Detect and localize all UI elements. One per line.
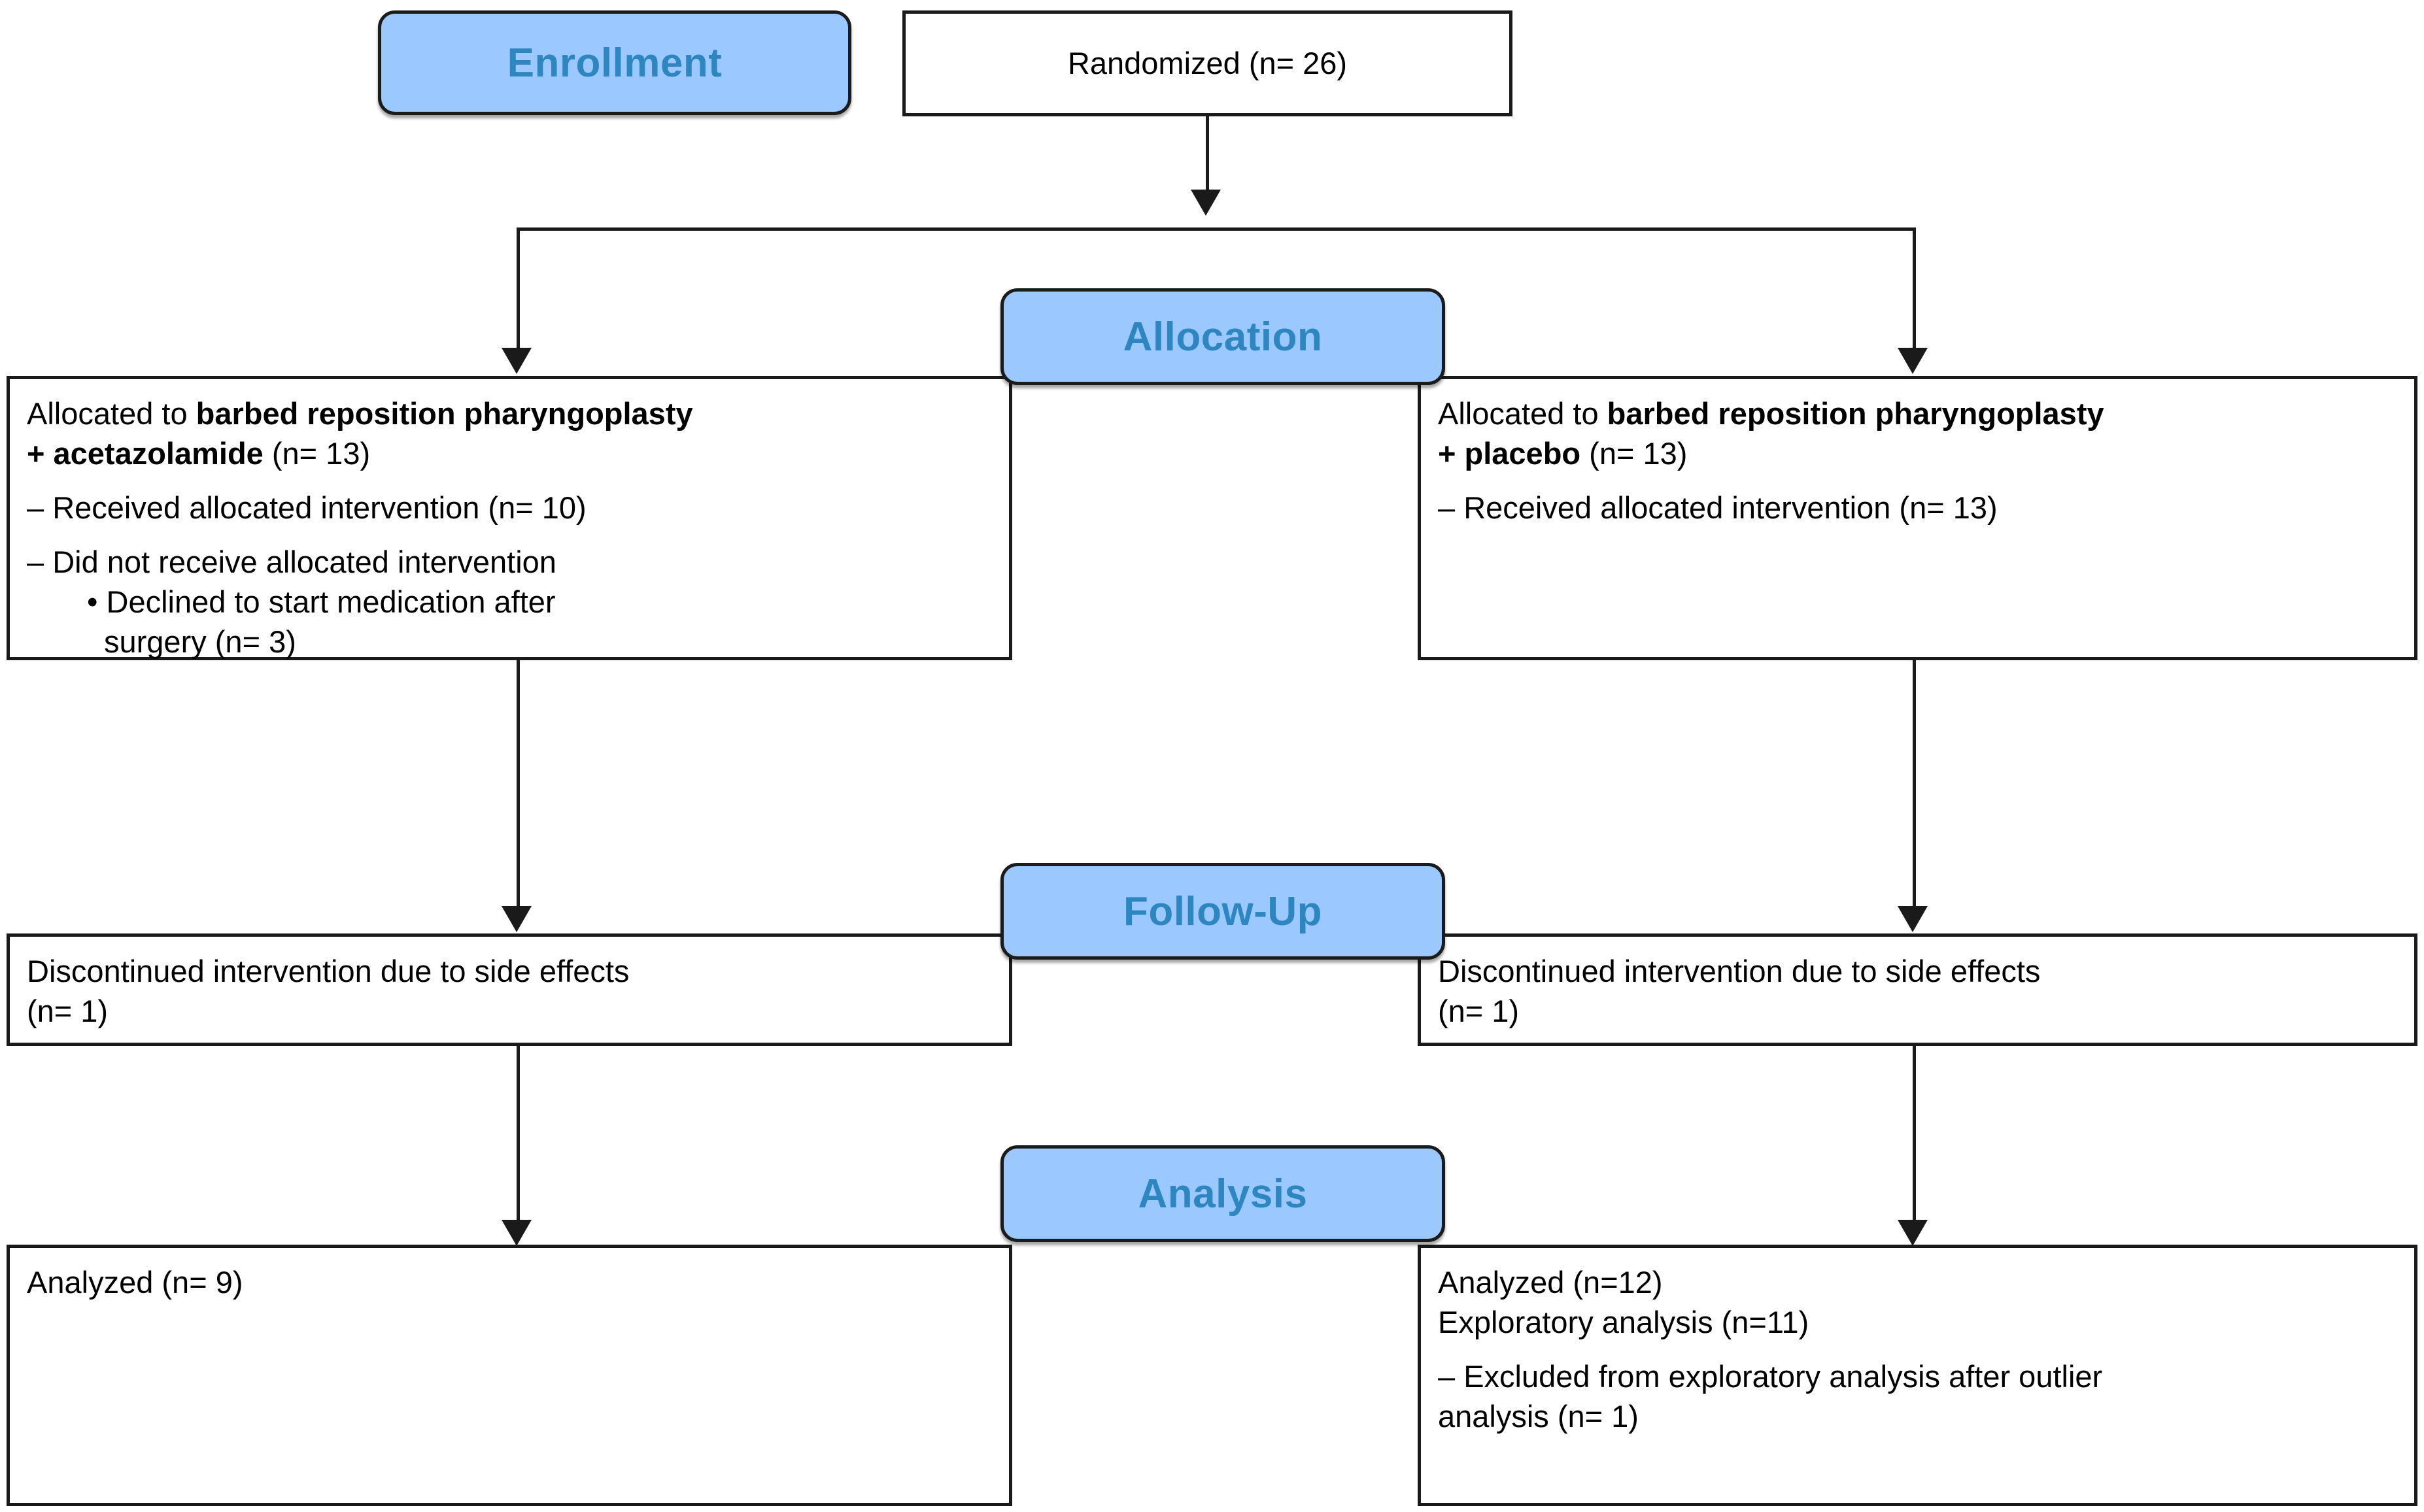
connector-randomized-down <box>1206 116 1209 200</box>
followup-right-line1: Discontinued intervention due to side ef… <box>1438 954 2041 988</box>
connector-split-bar <box>517 227 1916 231</box>
allocation-right-line2-bold: + placebo <box>1438 436 1581 471</box>
allocation-left-item2: – Did not receive allocated intervention <box>27 545 556 580</box>
allocation-right-item1: – Received allocated intervention (n= 13… <box>1438 490 1998 526</box>
connector-followup-right-to-analysis <box>1913 1046 1916 1222</box>
arrowhead-followup-left <box>502 906 532 932</box>
allocation-right-line2-suffix: (n= 13) <box>1580 436 1688 471</box>
allocation-left-line2-bold: + acetazolamide <box>27 436 264 471</box>
allocation-left-line1: Allocated to barbed reposition pharyngop… <box>27 394 992 433</box>
stage-pill-enrollment: Enrollment <box>378 10 851 115</box>
node-analysis-left: Analyzed (n= 9) <box>7 1245 1012 1506</box>
allocation-right-line1: Allocated to barbed reposition pharyngop… <box>1438 394 2397 433</box>
node-randomized: Randomized (n= 26) <box>902 10 1512 116</box>
allocation-left-line2: + acetazolamide (n= 13) <box>27 433 992 473</box>
arrowhead-analysis-left <box>502 1220 532 1246</box>
analysis-right-line3-b: analysis (n= 1) <box>1438 1399 1639 1434</box>
followup-right-line2: (n= 1) <box>1438 994 1520 1029</box>
node-followup-right: Discontinued intervention due to side ef… <box>1418 933 2417 1046</box>
allocation-right-line2: + placebo (n= 13) <box>1438 433 2397 473</box>
arrowhead-analysis-right <box>1898 1220 1928 1246</box>
allocation-right-line1-bold: barbed reposition pharyngoplasty <box>1607 396 2104 431</box>
arrowhead-randomized-down <box>1191 190 1221 216</box>
stage-pill-allocation: Allocation <box>1000 288 1445 385</box>
allocation-left-line1-prefix: Allocated to <box>27 396 196 431</box>
node-allocation-right: Allocated to barbed reposition pharyngop… <box>1418 376 2417 660</box>
allocation-right-line1-prefix: Allocated to <box>1438 396 1607 431</box>
stage-pill-analysis: Analysis <box>1000 1145 1445 1242</box>
node-allocation-left: Allocated to barbed reposition pharyngop… <box>7 376 1012 660</box>
stage-pill-allocation-label: Allocation <box>1123 314 1323 360</box>
followup-left-line2: (n= 1) <box>27 994 109 1029</box>
allocation-left-line2-suffix: (n= 13) <box>263 436 371 471</box>
analysis-right-line2: Exploratory analysis (n=11) <box>1438 1305 1809 1340</box>
node-followup-left: Discontinued intervention due to side ef… <box>7 933 1012 1046</box>
node-analysis-right: Analyzed (n=12) Exploratory analysis (n=… <box>1418 1245 2417 1506</box>
arrowhead-alloc-left <box>502 348 532 374</box>
allocation-left-item3-line1: • Declined to start medication after <box>87 584 556 620</box>
arrowhead-followup-right <box>1898 906 1928 932</box>
stage-pill-followup: Follow-Up <box>1000 863 1445 960</box>
connector-split-left <box>517 227 520 350</box>
randomized-label: Randomized (n= 26) <box>1067 46 1348 81</box>
connector-split-right <box>1913 227 1916 350</box>
allocation-left-line1-bold: barbed reposition pharyngoplasty <box>196 396 693 431</box>
stage-pill-enrollment-label: Enrollment <box>507 40 723 86</box>
arrowhead-alloc-right <box>1898 348 1928 374</box>
analysis-right-line1: Analyzed (n=12) <box>1438 1265 1663 1300</box>
stage-pill-followup-label: Follow-Up <box>1123 888 1323 934</box>
analysis-left-line1: Analyzed (n= 9) <box>27 1265 243 1300</box>
stage-pill-analysis-label: Analysis <box>1138 1171 1308 1217</box>
connector-alloc-left-to-followup <box>517 660 520 909</box>
allocation-left-item3-line2: surgery (n= 3) <box>104 624 296 660</box>
allocation-left-item1: – Received allocated intervention (n= 10… <box>27 490 587 526</box>
connector-followup-left-to-analysis <box>517 1046 520 1222</box>
connector-alloc-right-to-followup <box>1913 660 1916 909</box>
analysis-right-line3-a: – Excluded from exploratory analysis aft… <box>1438 1359 2103 1394</box>
followup-left-line1: Discontinued intervention due to side ef… <box>27 954 630 988</box>
